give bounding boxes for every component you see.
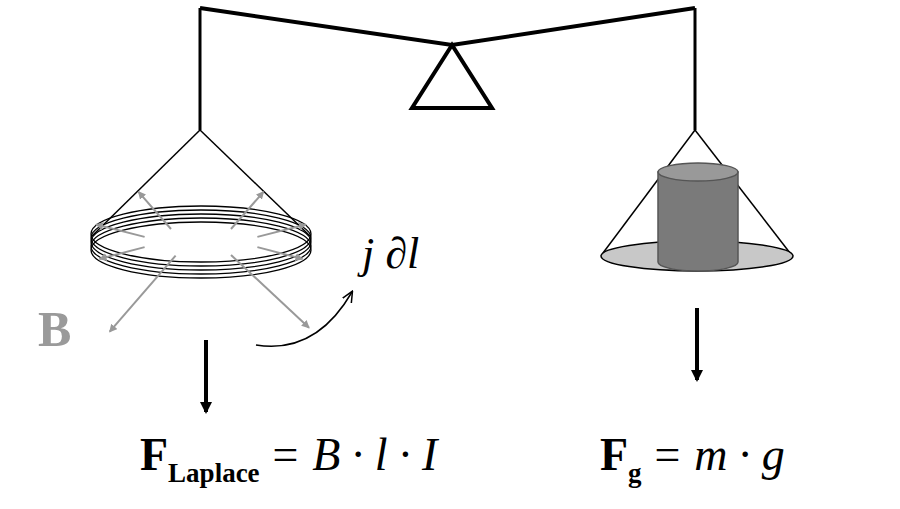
suspension-wire: [200, 130, 310, 236]
fulcrum: [412, 45, 492, 108]
field-symbol: B: [38, 300, 71, 358]
equation-body: = m · g: [652, 429, 785, 480]
coil-winding: [91, 218, 311, 274]
field-arrow: [231, 255, 309, 328]
field-arrow: [110, 256, 176, 332]
suspension-wire: [92, 130, 200, 236]
force-symbol: F: [600, 429, 628, 480]
force-arrow: [695, 308, 699, 380]
field-arrows: [96, 192, 309, 332]
force-arrow: [204, 340, 208, 412]
field-arrow: [231, 192, 264, 229]
coil: [91, 206, 311, 278]
coil-winding: [91, 222, 311, 278]
gravity-force-equation: Fg= m · g: [600, 432, 785, 478]
balance-beam: [200, 8, 695, 45]
mass-cylinder: [658, 172, 738, 271]
field-arrow: [257, 225, 306, 237]
field-arrow: [96, 225, 145, 237]
laplace-force-equation: FLaplace= B · l · I: [140, 432, 437, 478]
mass-top: [658, 163, 738, 181]
current-element: j ∂l: [362, 228, 419, 279]
force-symbol: F: [140, 429, 168, 480]
field-arrow: [139, 192, 172, 229]
pointer-arrow: [256, 292, 352, 346]
field-arrow: [100, 247, 145, 259]
equation-body: = B · l · I: [270, 429, 438, 480]
force-subscript: g: [628, 458, 642, 488]
hanger-rod: [199, 8, 202, 130]
hanger-rod: [694, 8, 697, 130]
field-arrow: [257, 247, 302, 259]
force-subscript: Laplace: [168, 458, 260, 488]
